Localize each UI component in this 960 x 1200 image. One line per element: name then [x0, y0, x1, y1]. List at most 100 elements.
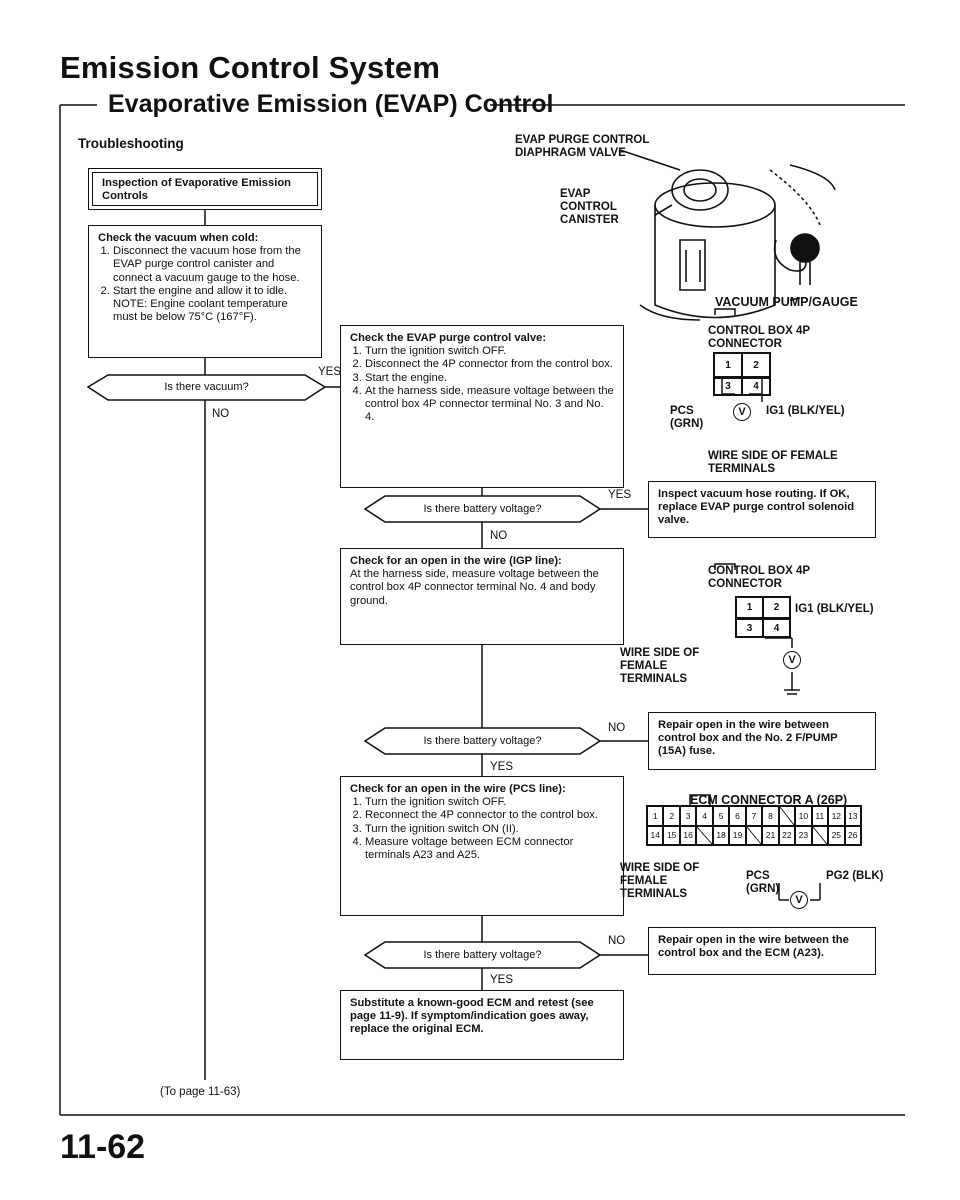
connector-2-caption: WIRE SIDE OF FEMALE TERMINALS	[620, 647, 700, 685]
ecm-pin: 10	[795, 806, 812, 826]
connector-2-pin: 4	[763, 619, 790, 637]
connector-2-pin: 3	[736, 619, 763, 637]
ecm-pin: 23	[795, 825, 812, 845]
voltmeter-icon: V	[783, 651, 801, 669]
connector-1-caption: WIRE SIDE OF FEMALE TERMINALS	[708, 450, 838, 475]
no-label-4: NO	[608, 935, 626, 947]
connector-1-pin: 2	[742, 353, 770, 377]
connector-1-pcs: PCS (GRN)	[670, 405, 704, 430]
ecm-pin: 11	[811, 806, 829, 826]
decision-voltage-1: Is there battery voltage?	[423, 503, 542, 515]
repair-fuse-box: Repair open in the wire between control …	[648, 712, 876, 770]
no-label-1: NO	[212, 408, 230, 420]
ecm-pin: 16	[679, 825, 697, 845]
check-pcs-step-4: Measure voltage between ECM connector te…	[365, 836, 614, 862]
check-purge-steps: Turn the ignition switch OFF. Disconnect…	[350, 345, 614, 424]
ecm-pin	[778, 806, 796, 826]
connector-2-grid: 1 2	[735, 596, 791, 619]
check-pcs-step-1: Turn the ignition switch OFF.	[365, 796, 614, 809]
page-subtitle: Evaporative Emission (EVAP) Control	[108, 90, 554, 118]
connector-1-pin: 3	[714, 378, 742, 395]
start-box-text: Inspection of Evaporative Emission Contr…	[102, 177, 291, 203]
voltmeter-icon: V	[790, 891, 808, 909]
ecm-pin: 26	[844, 825, 861, 845]
connector-2-title: CONTROL BOX 4P CONNECTOR	[708, 565, 810, 590]
check-pcs-heading: Check for an open in the wire (PCS line)…	[350, 783, 566, 795]
ecm-pin: 25	[828, 825, 845, 845]
decision-voltage-3: Is there battery voltage?	[423, 949, 542, 961]
check-vacuum-box: Check the vacuum when cold: Disconnect t…	[88, 225, 322, 358]
continue-note: (To page 11-63)	[160, 1086, 241, 1098]
ecm-pin: 18	[712, 825, 730, 845]
connector-1-grid-row2: 3 4	[713, 378, 771, 396]
yes-label-2: YES	[608, 489, 632, 501]
check-pcs-step-3: Turn the ignition switch ON (II).	[365, 823, 614, 836]
ecm-pin: 2	[663, 806, 680, 826]
no-label-2: NO	[490, 530, 508, 542]
ecm-pin: 6	[729, 806, 746, 826]
check-igp-heading: Check for an open in the wire (IGP line)…	[350, 555, 562, 567]
ecm-caption: WIRE SIDE OF FEMALE TERMINALS	[620, 862, 700, 900]
check-purge-valve-box: Check the EVAP purge control valve: Turn…	[340, 325, 624, 488]
ecm-pin: 7	[745, 806, 763, 826]
substitute-ecm-text: Substitute a known-good ECM and retest (…	[350, 997, 594, 1036]
connector-2-grid-row2: 3 4	[735, 619, 791, 638]
ecm-pin: 1	[647, 806, 664, 826]
check-vacuum-steps: Disconnect the vacuum hose from the EVAP…	[98, 245, 312, 324]
voltmeter-icon: V	[733, 403, 751, 421]
start-box-inner-border	[92, 172, 318, 206]
connector-2-pin: 1	[736, 597, 763, 618]
ecm-pin: 22	[778, 825, 796, 845]
ecm-pin: 5	[712, 806, 730, 826]
connector-1-title: CONTROL BOX 4P CONNECTOR	[708, 325, 810, 350]
ecm-pin: 12	[828, 806, 845, 826]
start-box: Inspection of Evaporative Emission Contr…	[88, 168, 322, 210]
check-vacuum-step-1: Disconnect the vacuum hose from the EVAP…	[113, 245, 312, 285]
ecm-pin	[696, 825, 713, 845]
substitute-ecm-box: Substitute a known-good ECM and retest (…	[340, 990, 624, 1060]
repair-ecm-text: Repair open in the wire between the cont…	[658, 934, 849, 960]
ecm-pin	[811, 825, 829, 845]
connector-2-pin: 2	[763, 597, 790, 618]
no-label-3: NO	[608, 722, 626, 734]
connector-1-grid: 1 2	[713, 352, 771, 378]
inspect-hose-text: Inspect vacuum hose routing. If OK, repl…	[658, 488, 855, 527]
check-igp-text: At the harness side, measure voltage bet…	[350, 568, 599, 607]
ecm-pin: 15	[663, 825, 680, 845]
ecm-pin: 13	[844, 806, 861, 826]
ecm-pin: 19	[729, 825, 746, 845]
check-purge-step-3: Start the engine.	[365, 372, 614, 385]
ecm-pin: 21	[762, 825, 779, 845]
purge-valve-label: EVAP PURGE CONTROL DIAPHRAGM VALVE	[515, 134, 650, 159]
canister-label: EVAP CONTROL CANISTER	[560, 188, 619, 226]
ecm-pg2: PG2 (BLK)	[826, 870, 884, 882]
section-heading: Troubleshooting	[78, 136, 184, 151]
check-pcs-steps: Turn the ignition switch OFF. Reconnect …	[350, 796, 614, 862]
page-title: Emission Control System	[60, 50, 441, 85]
connector-1-ig1: IG1 (BLK/YEL)	[766, 405, 845, 417]
ecm-pin: 14	[647, 825, 664, 845]
decision-vacuum: Is there vacuum?	[164, 381, 249, 393]
check-vacuum-step-2: Start the engine and allow it to idle. N…	[113, 285, 312, 325]
repair-ecm-box: Repair open in the wire between the cont…	[648, 927, 876, 975]
yes-label-1: YES	[318, 366, 342, 378]
check-purge-step-1: Turn the ignition switch OFF.	[365, 345, 614, 358]
yes-label-3: YES	[490, 761, 514, 773]
inspect-hose-box: Inspect vacuum hose routing. If OK, repl…	[648, 481, 876, 538]
check-purge-heading: Check the EVAP purge control valve:	[350, 332, 547, 344]
check-purge-step-4: At the harness side, measure voltage bet…	[365, 385, 614, 425]
ecm-pin: 4	[696, 806, 713, 826]
ecm-pin	[745, 825, 763, 845]
check-igp-box: Check for an open in the wire (IGP line)…	[340, 548, 624, 645]
yes-label-4: YES	[490, 974, 514, 986]
check-purge-step-2: Disconnect the 4P connector from the con…	[365, 358, 614, 371]
vacuum-gauge-label: VACUUM PUMP/GAUGE	[715, 295, 858, 309]
connector-1-pin: 1	[714, 353, 742, 377]
check-vacuum-heading: Check the vacuum when cold:	[98, 232, 259, 244]
check-pcs-box: Check for an open in the wire (PCS line)…	[340, 776, 624, 916]
page-number: 11-62	[60, 1128, 146, 1166]
decision-voltage-2: Is there battery voltage?	[423, 735, 542, 747]
repair-fuse-text: Repair open in the wire between control …	[658, 719, 838, 758]
ecm-pin: 8	[762, 806, 779, 826]
